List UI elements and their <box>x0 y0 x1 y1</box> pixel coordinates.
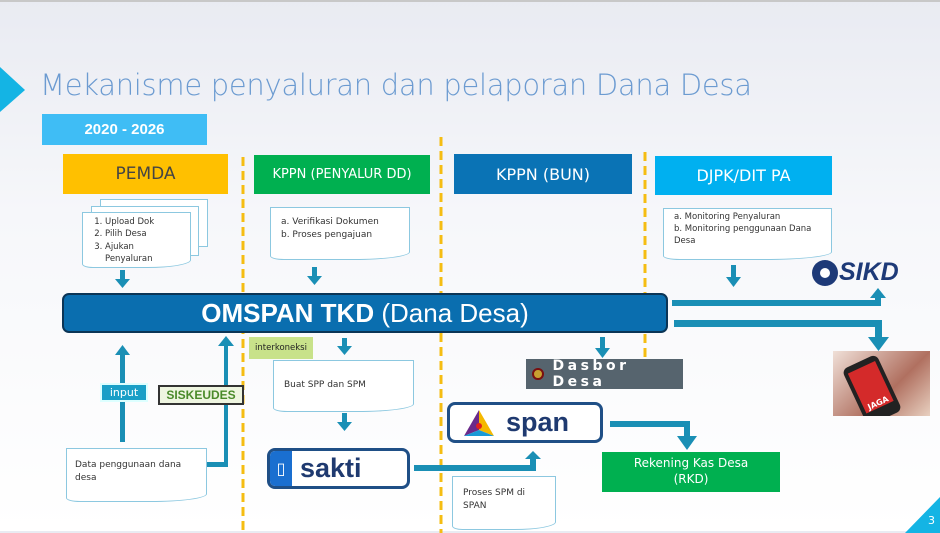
step: Pilih Desa <box>105 228 184 240</box>
arrow-down-icon <box>307 267 322 285</box>
sakti-logo-icon: ▯ <box>270 451 292 486</box>
step: b. Proses pengajuan <box>281 230 373 241</box>
data-penggunaan-doc: Data penggunaan dana desa <box>66 448 207 502</box>
arrow-down-icon <box>595 337 610 358</box>
omspan-subtitle: (Dana Desa) <box>374 297 529 328</box>
header-kppn-penyalur: KPPN (PENYALUR DD) <box>254 155 430 194</box>
sakti-system[interactable]: ▯ sakti <box>267 448 410 489</box>
step: a. Monitoring Penyaluran <box>674 212 781 222</box>
omspan-system[interactable]: OMSPAN TKD (Dana Desa) <box>62 293 668 333</box>
period-badge: 2020 - 2026 <box>42 114 207 145</box>
dasbor-desa[interactable]: Dasbor Desa <box>526 358 683 390</box>
arrow-jaga <box>674 320 889 351</box>
rekening-kas-desa: Rekening Kas Desa(RKD) <box>602 452 780 492</box>
sikd-logo: SIKD <box>812 258 916 287</box>
arrow-down-icon <box>726 265 741 287</box>
omspan-name: OMSPAN TKD <box>201 297 375 328</box>
input-label: input <box>100 383 148 402</box>
interkoneksi-label: interkoneksi <box>249 337 313 359</box>
span-logo-icon <box>464 409 494 436</box>
header-kppn-bun: KPPN (BUN) <box>454 154 632 194</box>
header-pemda: PEMDA <box>63 154 228 194</box>
pemda-steps: Upload DokPilih DesaAjukan Penyaluran <box>82 212 191 268</box>
arrow-sakti-span <box>414 451 541 471</box>
page-title: Mekanisme penyaluran dan pelaporan Dana … <box>40 68 752 102</box>
arrow-up-icon <box>178 336 234 467</box>
page-corner <box>905 497 940 533</box>
jaga-app-image: JAGA <box>833 351 930 416</box>
arrow-span-rkd <box>610 421 697 450</box>
emblem-icon <box>532 368 544 380</box>
step: b. Monitoring penggunaan Dana Desa <box>674 223 812 246</box>
network-icon <box>812 259 838 286</box>
siskeudes-label: SISKEUDES <box>158 385 244 405</box>
buat-spp-doc: Buat SPP dan SPM <box>273 360 414 412</box>
step: Upload Dok <box>105 216 184 228</box>
step: a. Verifikasi Dokumen <box>281 217 379 227</box>
header-djpk: DJPK/DIT PA <box>655 156 832 195</box>
step: Ajukan Penyaluran <box>105 241 184 266</box>
title-marker <box>0 67 25 112</box>
proses-spm-doc: Proses SPM di SPAN <box>452 476 556 530</box>
page-number: 3 <box>928 514 935 527</box>
arrow-down-icon <box>337 338 352 355</box>
arrow-down-icon <box>115 270 130 288</box>
span-system[interactable]: span <box>447 402 603 443</box>
arrow-down-icon <box>337 413 352 431</box>
kppn-steps: a. Verifikasi Dokumen b. Proses pengajuan <box>270 207 410 260</box>
arrow-sikd <box>672 288 886 306</box>
